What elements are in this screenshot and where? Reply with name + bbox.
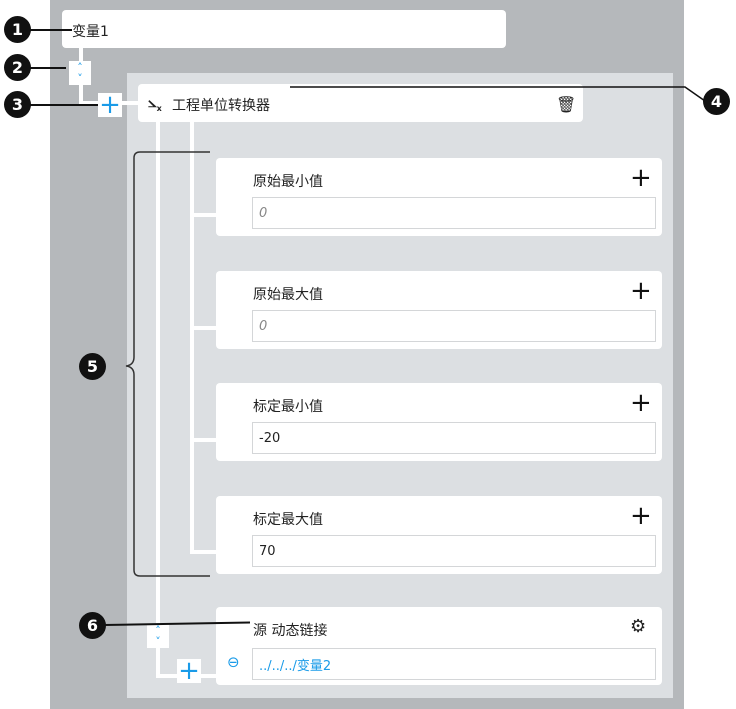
callout-line — [290, 86, 706, 102]
field-label: 标定最小值 — [253, 399, 323, 415]
field-input[interactable]: 0 — [252, 310, 656, 342]
reorder-button[interactable]: ˄˅ — [69, 61, 91, 85]
bracket-brace — [125, 151, 210, 577]
plus-icon[interactable]: + — [630, 388, 652, 418]
field-label: 原始最小值 — [253, 174, 323, 190]
callout-line — [30, 104, 98, 106]
connector — [190, 213, 216, 217]
converter-title: 工程单位转换器 — [172, 98, 270, 114]
plus-icon[interactable]: + — [630, 501, 652, 531]
field-card: 标定最大值 + 70 — [216, 496, 662, 574]
field-card: 原始最小值 + 0 — [216, 158, 662, 236]
plus-icon[interactable]: + — [630, 163, 652, 193]
scale-axis-icon: ⦣x — [148, 93, 162, 113]
source-card: 源 动态链接 ⚙ ⊖ ../../../变量2 — [216, 607, 662, 685]
field-value: 0 — [259, 318, 268, 334]
connector — [156, 122, 160, 677]
variable-card[interactable]: 变量1 — [62, 10, 506, 48]
variable-name: 变量1 — [72, 24, 109, 40]
connector — [190, 122, 194, 552]
link-icon[interactable]: ⊖ — [227, 653, 240, 671]
plus-icon: + — [178, 656, 200, 686]
gear-icon[interactable]: ⚙ — [630, 616, 647, 637]
callout-5: 5 — [79, 353, 106, 380]
field-value: 0 — [259, 205, 268, 221]
callout-line — [30, 29, 72, 31]
field-card: 原始最大值 + 0 — [216, 271, 662, 349]
callout-1: 1 — [4, 16, 31, 43]
source-label: 源 动态链接 — [253, 623, 328, 639]
add-button[interactable]: + — [177, 656, 201, 686]
field-value: 70 — [259, 543, 276, 559]
callout-3: 3 — [4, 91, 31, 118]
field-input[interactable]: -20 — [252, 422, 656, 454]
field-card: 标定最小值 + -20 — [216, 383, 662, 461]
trash-icon[interactable]: 🗑 — [556, 95, 577, 114]
callout-4: 4 — [703, 88, 730, 115]
chevron-down-icon: ˅ — [155, 636, 161, 647]
field-input[interactable]: 0 — [252, 197, 656, 229]
plus-icon[interactable]: + — [630, 276, 652, 306]
connector — [190, 438, 216, 442]
connector — [190, 326, 216, 330]
connector — [190, 550, 216, 554]
reorder-button[interactable]: ˄˅ — [147, 624, 169, 648]
chevron-up-icon: ˄ — [155, 625, 161, 636]
field-label: 原始最大值 — [253, 287, 323, 303]
callout-line — [30, 67, 66, 69]
callout-2: 2 — [4, 54, 31, 81]
source-input[interactable]: ../../../变量2 — [252, 648, 656, 680]
converter-header: ⦣x 工程单位转换器 🗑 — [138, 84, 583, 122]
chevron-up-icon: ˄ — [77, 62, 83, 73]
field-value: -20 — [259, 430, 281, 446]
chevron-down-icon: ˅ — [77, 73, 83, 84]
callout-6: 6 — [79, 612, 106, 639]
field-input[interactable]: 70 — [252, 535, 656, 567]
source-value: ../../../变量2 — [259, 658, 332, 674]
field-label: 标定最大值 — [253, 512, 323, 528]
plus-icon: + — [99, 90, 121, 120]
add-button[interactable]: + — [98, 90, 122, 120]
